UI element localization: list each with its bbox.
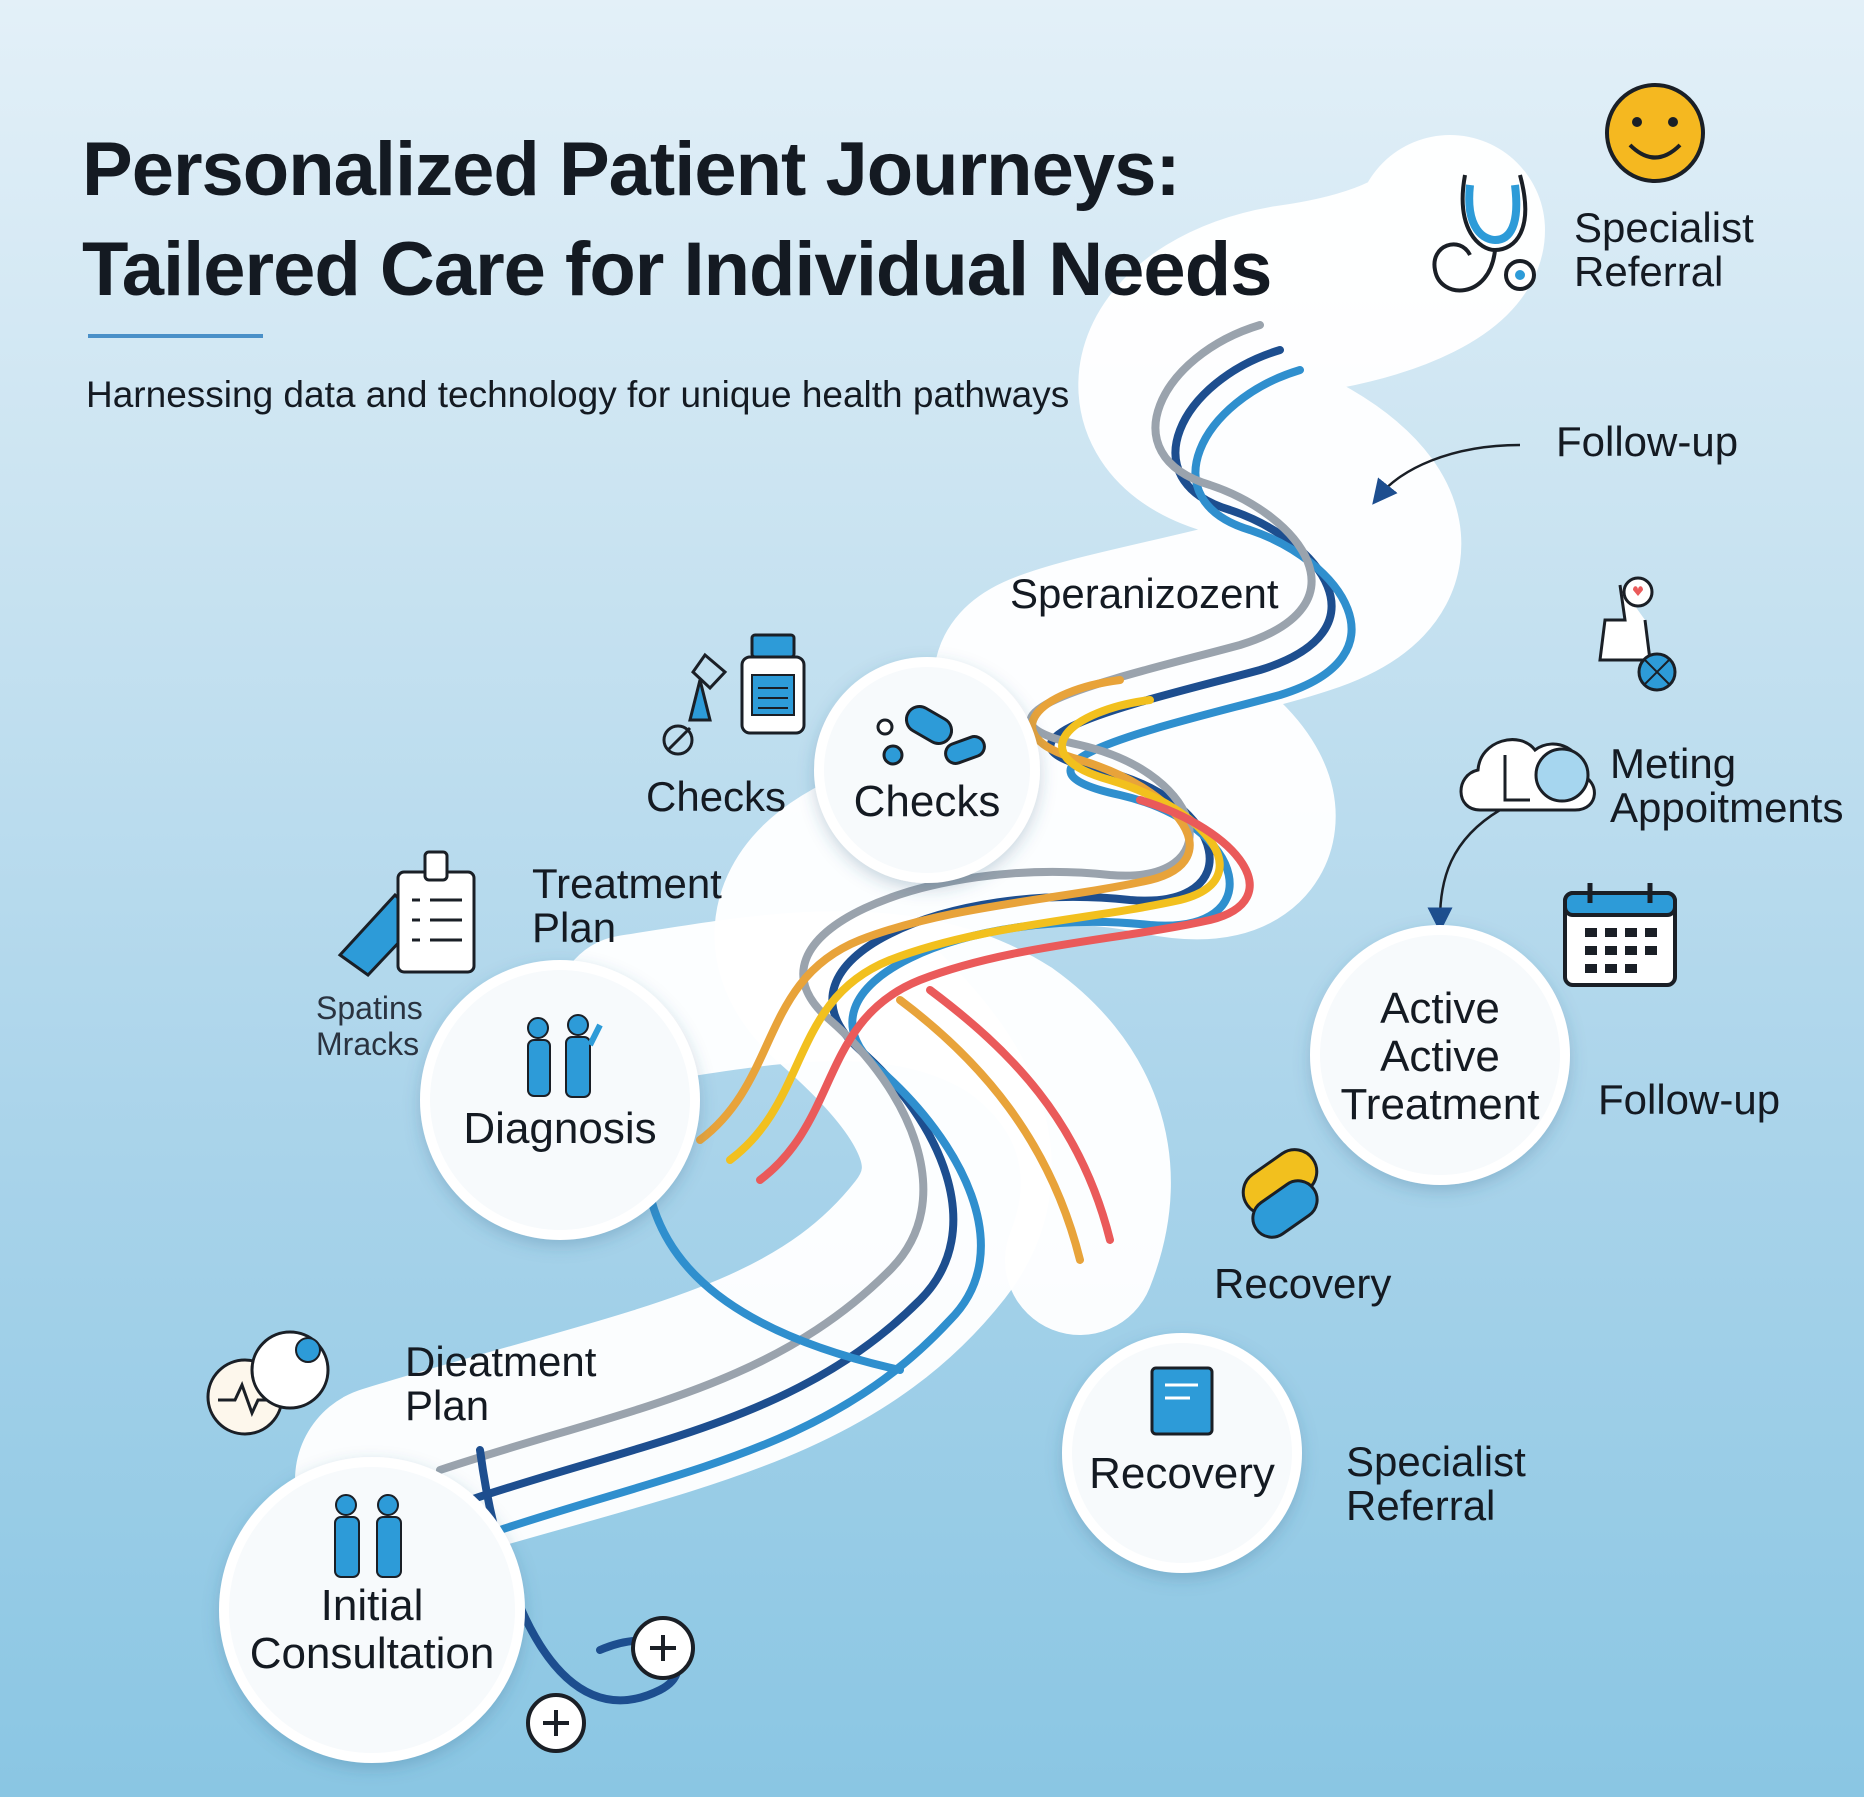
title-line-1: Personalized Patient Journeys: (82, 127, 1181, 212)
people-icon-initial (334, 1494, 402, 1578)
node-recovery-label: Recovery (1089, 1449, 1275, 1498)
capsule-icon (1241, 1148, 1319, 1239)
journey-road-branch (555, 911, 1171, 1335)
path-line-orange (696, 676, 1194, 1144)
meting-line-1: Meting (1610, 740, 1737, 787)
label-meting-appointments: Meting Appoitments (1610, 742, 1843, 830)
active-line-2: Active (1380, 1032, 1500, 1081)
page-title: Personalized Patient Journeys: Tailered … (82, 120, 1272, 320)
node-checks-label: Checks (853, 777, 1001, 826)
health-chat-icon (206, 1330, 330, 1436)
path-line-orange-lower (896, 996, 1084, 1264)
treatment-line-1: Treatment (532, 860, 722, 907)
node-initial-consultation-label: Initial Consultation (222, 1582, 522, 1678)
medical-tools-icon (662, 652, 728, 756)
people-icon-diagnosis (527, 1014, 603, 1098)
node-recovery-circle (1062, 1333, 1302, 1573)
path-line-red-lower (926, 986, 1114, 1244)
arrow-meting (1427, 808, 1501, 933)
node-initial-consultation-circle (219, 1457, 525, 1763)
spec-top-line-2: Referral (1574, 248, 1724, 295)
title-line-2: Tailered Care for Individual Needs (82, 227, 1272, 312)
dieatment-line-1: Dieatment (405, 1338, 597, 1385)
label-specialist-referral-top: Specialist Referral (1574, 206, 1754, 294)
spec-top-line-1: Specialist (1574, 204, 1754, 251)
plus-badge-icon (631, 1616, 695, 1680)
smiley-icon (1605, 83, 1705, 183)
page-subtitle: Harnessing data and technology for uniqu… (86, 374, 1070, 415)
label-follow-up-right: Follow-up (1598, 1076, 1781, 1123)
label-speranizozent: Speranizozent (1010, 570, 1279, 617)
node-diagnosis-label: Diagnosis (463, 1104, 657, 1153)
node-active-treatment-circle (1310, 925, 1570, 1185)
label-checks-side: Checks (646, 773, 787, 820)
arrow-follow-up (1372, 443, 1521, 505)
medicine-bottle-icon (740, 633, 806, 735)
meting-line-2: Appoitments (1610, 784, 1844, 831)
heart-care-icon (1598, 576, 1677, 692)
stethoscope-icon (1432, 174, 1536, 293)
path-line-blue (496, 366, 1356, 1534)
active-line-1: Active (1380, 984, 1500, 1033)
label-spatins-mracks: Spatins Mracks (316, 990, 423, 1062)
label-specialist-referral-bottom: Specialist Referral (1346, 1440, 1526, 1528)
label-follow-up-top: Follow-up (1556, 418, 1739, 465)
label-recovery-side: Recovery (1214, 1260, 1392, 1307)
initial-line-2: Consultation (249, 1629, 495, 1678)
active-line-3: Treatment (1340, 1080, 1540, 1129)
cloud-meeting-icon (1459, 738, 1596, 812)
clipboard-icon (337, 850, 476, 977)
calendar-icon (1563, 883, 1677, 987)
treatment-line-2: Plan (532, 904, 617, 951)
node-active-treatment-label: Active Active Treatment (1325, 985, 1555, 1129)
spatins-line-1: Spatins (316, 990, 423, 1026)
dieatment-line-2: Plan (405, 1382, 490, 1429)
label-dieatment-plan: Dieatment Plan (405, 1340, 596, 1428)
spec-bottom-line-2: Referral (1346, 1482, 1496, 1529)
node-checks-circle (814, 657, 1040, 883)
title-divider (88, 334, 263, 338)
path-line-yellow (726, 696, 1224, 1164)
recovery-kit-icon (1150, 1366, 1214, 1436)
spec-bottom-line-1: Specialist (1346, 1438, 1526, 1485)
initial-line-1: Initial (320, 1581, 424, 1630)
label-treatment-plan: Treatment Plan (532, 862, 722, 950)
pills-icon (876, 705, 986, 766)
path-line-red (756, 796, 1254, 1184)
spatins-line-2: Mracks (316, 1026, 420, 1062)
node-diagnosis-circle (420, 960, 700, 1240)
plus-badge-icon-2 (526, 1693, 586, 1753)
